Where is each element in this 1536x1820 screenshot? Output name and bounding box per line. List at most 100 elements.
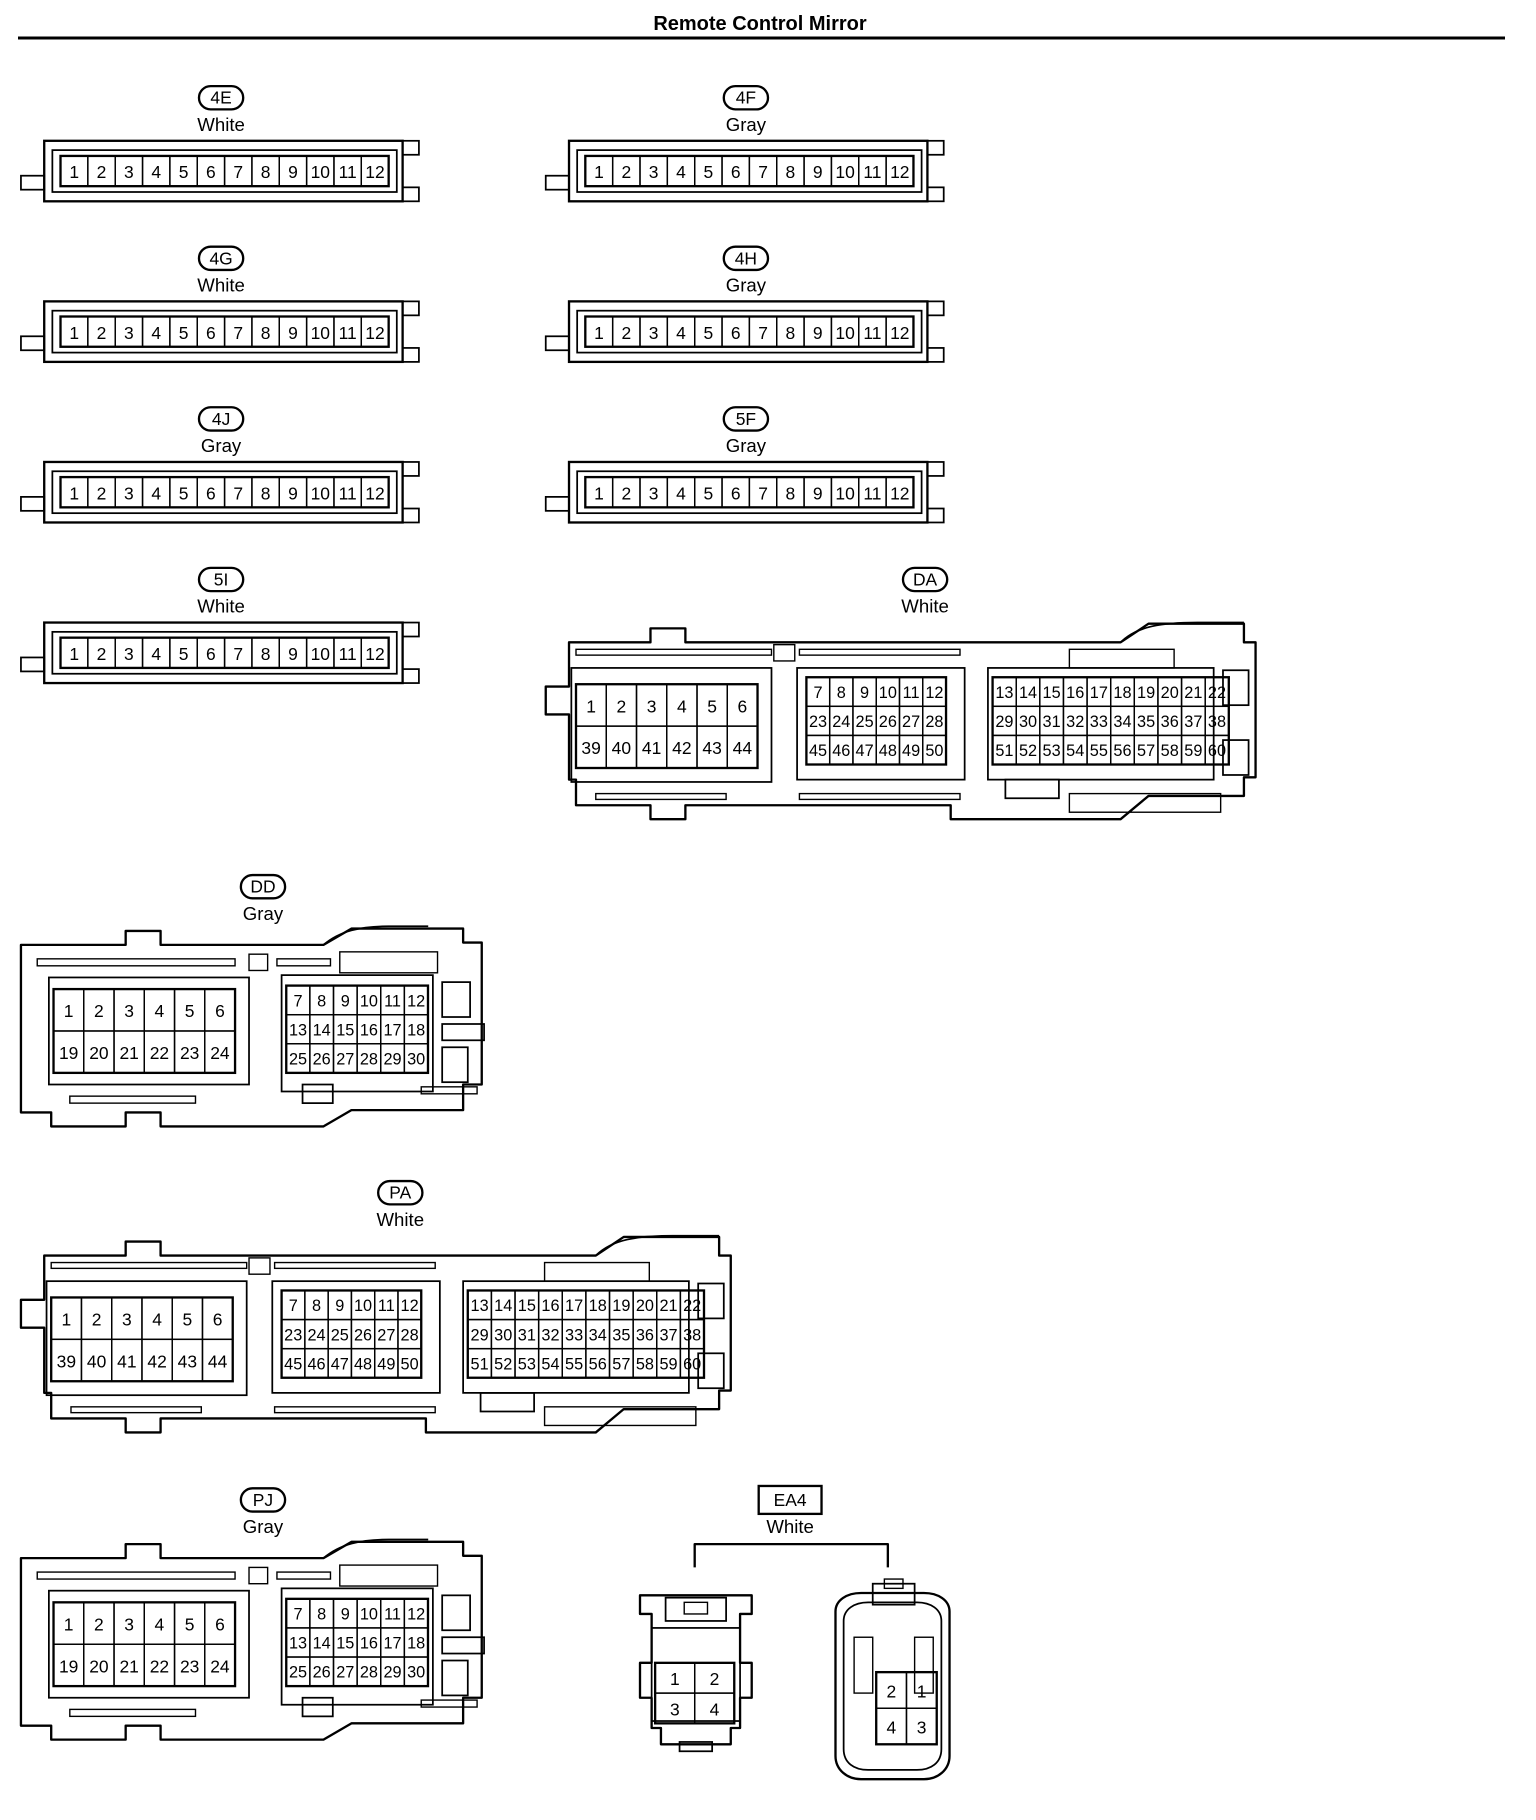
latch-tab <box>926 300 945 317</box>
pin-number: 17 <box>383 1021 401 1039</box>
connector-color: White <box>197 596 245 617</box>
pin-number: 6 <box>738 696 748 716</box>
pin-number: 3 <box>124 1001 134 1021</box>
pin-number: 2 <box>97 483 107 503</box>
pin-number: 8 <box>786 323 796 343</box>
pin-number: 35 <box>612 1326 630 1344</box>
pin-number: 10 <box>835 483 855 503</box>
pin-number: 21 <box>1184 684 1202 702</box>
pin-number: 1 <box>69 483 79 503</box>
pin-number: 43 <box>702 738 721 758</box>
pin-number: 9 <box>288 644 298 664</box>
connector-color: White <box>901 596 949 617</box>
pin-number: 3 <box>124 162 134 182</box>
connector-color: Gray <box>726 114 767 135</box>
pin-number: 9 <box>813 483 823 503</box>
pin-number: 22 <box>683 1297 701 1315</box>
pin-cell <box>885 315 915 348</box>
pin-number: 1 <box>586 696 596 716</box>
pin-number: 9 <box>288 483 298 503</box>
pin-number: 19 <box>612 1297 630 1315</box>
pin-cell <box>403 1043 429 1074</box>
lock-slot <box>441 1594 471 1632</box>
pin-number: 18 <box>407 1635 425 1653</box>
pin-number: 1 <box>594 483 604 503</box>
pin-number: 26 <box>313 1050 331 1068</box>
lock-slot <box>441 1046 469 1084</box>
pin-number: 26 <box>313 1664 331 1682</box>
connector-id-badge <box>197 406 245 432</box>
pin-number: 46 <box>832 742 850 760</box>
pin-number: 27 <box>902 713 920 731</box>
hood-curve <box>322 1538 429 1559</box>
rib <box>276 1571 332 1580</box>
lock-slot <box>479 1391 535 1413</box>
hood-curve <box>322 925 429 946</box>
pin-cell <box>922 734 947 766</box>
pin-number: 2 <box>97 644 107 664</box>
connector-id-badge <box>901 566 949 593</box>
pin-number: 55 <box>565 1355 583 1373</box>
pin-number: 9 <box>335 1297 344 1315</box>
pin-number: 5 <box>179 162 189 182</box>
pin-number: 18 <box>589 1297 607 1315</box>
rib <box>276 958 332 967</box>
connector-id: 4J <box>212 409 230 429</box>
side-key <box>20 174 46 191</box>
pin-number: 30 <box>407 1664 425 1682</box>
pin-number: 6 <box>731 162 741 182</box>
pin-number: 26 <box>354 1326 372 1344</box>
latch-tab <box>926 461 945 477</box>
pin-number: 2 <box>92 1310 102 1330</box>
pin-number: 12 <box>407 992 425 1010</box>
rib <box>339 951 439 974</box>
pin-number: 7 <box>294 992 303 1010</box>
pin-number: 4 <box>151 323 161 343</box>
pin-cell <box>397 1347 422 1379</box>
pin-number: 29 <box>383 1664 401 1682</box>
pin-number: 2 <box>617 696 627 716</box>
connector-id-badge <box>197 245 245 272</box>
pin-number: 34 <box>1113 713 1131 731</box>
pin-number: 5 <box>704 323 714 343</box>
pin-number: 1 <box>917 1681 927 1701</box>
pin-number: 25 <box>289 1664 307 1682</box>
pin-number: 18 <box>1113 684 1131 702</box>
pin-number: 7 <box>289 1297 298 1315</box>
pin-number: 33 <box>565 1326 583 1344</box>
pin-number: 57 <box>1137 742 1155 760</box>
connector-color: Gray <box>726 275 767 296</box>
connector-id-badge <box>377 1179 424 1206</box>
pin-number: 17 <box>383 1635 401 1653</box>
rib <box>595 792 727 801</box>
pin-number: 6 <box>215 1614 225 1634</box>
pin-number: 48 <box>879 742 897 760</box>
cavity <box>51 149 398 193</box>
connector-color: White <box>197 275 245 296</box>
rib <box>69 1708 197 1718</box>
pin-number: 44 <box>733 738 753 758</box>
pin-number: 12 <box>925 684 943 702</box>
pin-number: 7 <box>294 1606 303 1624</box>
connector-color: Gray <box>726 435 767 456</box>
latch-tab <box>401 139 420 156</box>
connector-color: White <box>197 114 245 135</box>
cavity <box>280 974 434 1093</box>
pin-number: 12 <box>365 644 384 664</box>
pin-number: 32 <box>1066 713 1084 731</box>
pin-number: 15 <box>1043 684 1061 702</box>
connector-id: 4E <box>210 88 231 108</box>
pin-cell <box>885 476 915 509</box>
pin-number: 6 <box>206 483 216 503</box>
pin-number: 21 <box>119 1656 138 1676</box>
pin-number: 24 <box>210 1043 230 1063</box>
body-outline <box>43 621 404 685</box>
pin-number: 14 <box>313 1635 331 1653</box>
pin-number: 42 <box>147 1351 166 1371</box>
latch-tab <box>926 507 945 524</box>
pin-number: 39 <box>57 1351 76 1371</box>
pin-number: 13 <box>471 1297 489 1315</box>
